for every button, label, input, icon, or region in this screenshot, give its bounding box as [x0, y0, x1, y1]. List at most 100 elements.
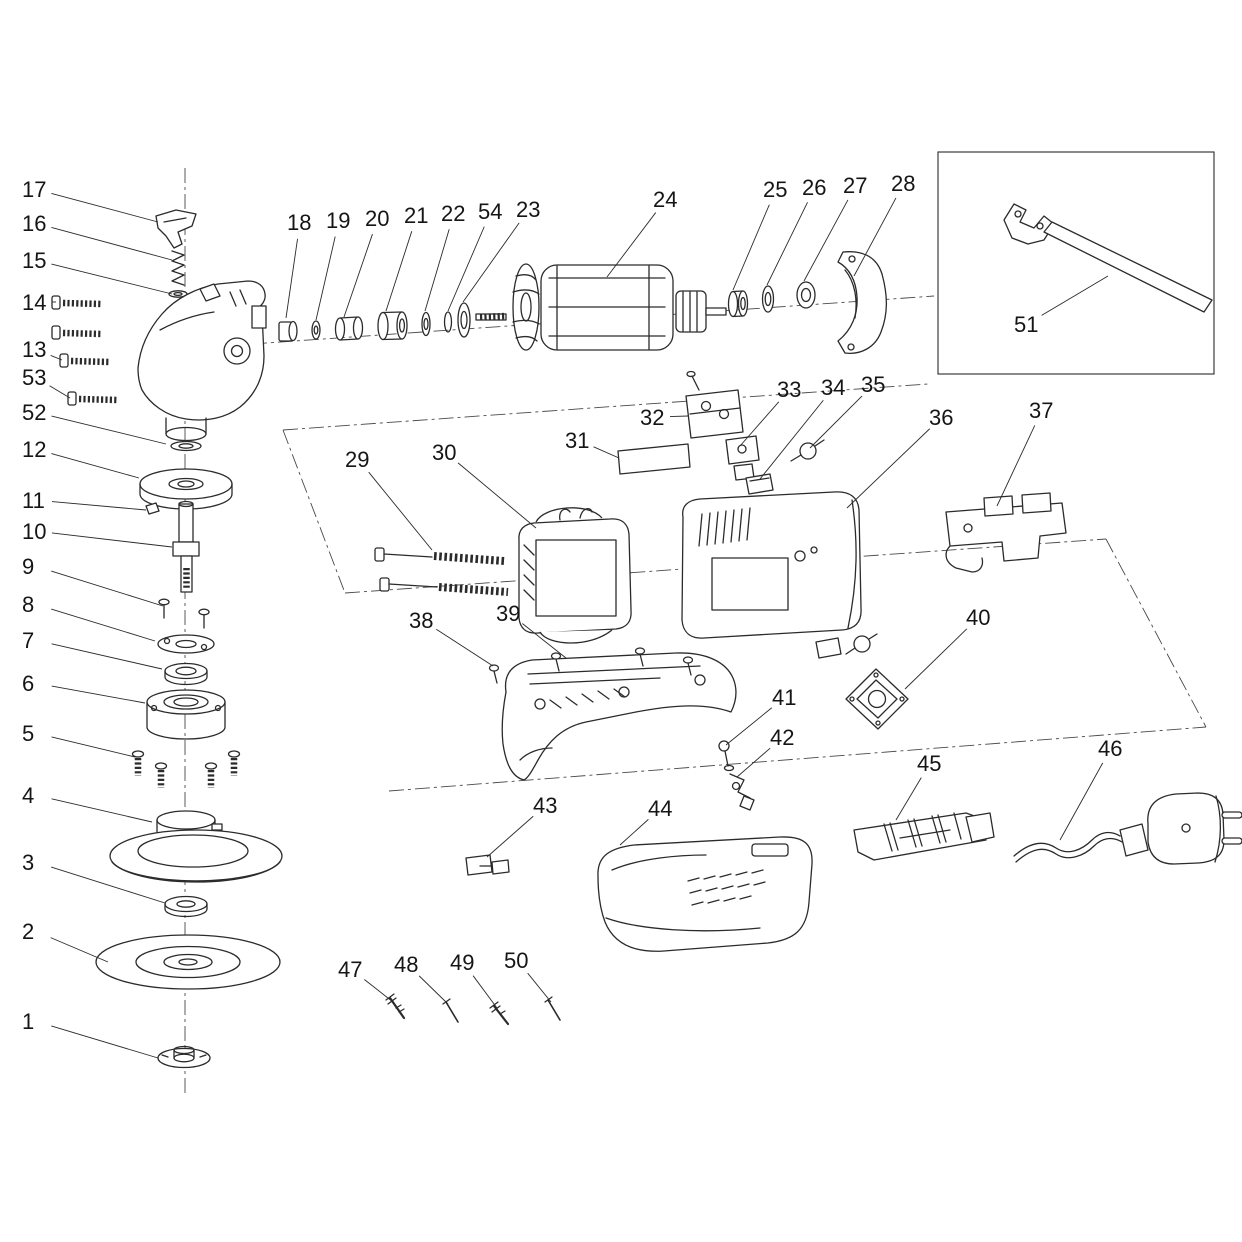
part-label-53: 53 — [22, 365, 46, 390]
part-38-screws — [488, 647, 694, 684]
leader-line-45 — [895, 777, 922, 821]
leader-line-18 — [285, 238, 298, 319]
part-label-32: 32 — [640, 405, 664, 430]
part-label-44: 44 — [648, 796, 672, 821]
leader-line-35 — [809, 395, 863, 449]
leader-line-41 — [725, 707, 773, 746]
part-25-bearing — [727, 290, 749, 318]
leader-line-10 — [51, 532, 173, 548]
leader-line-31 — [593, 446, 620, 459]
part-label-33: 33 — [777, 377, 801, 402]
part-label-41: 41 — [772, 685, 796, 710]
part-17-lock-lever — [155, 209, 197, 249]
part-31-name-plate — [617, 443, 691, 475]
part-label-40: 40 — [966, 605, 990, 630]
part-label-35: 35 — [861, 372, 885, 397]
part-46-power-cord — [1013, 792, 1242, 865]
part-45-cord-sleeve — [853, 812, 995, 861]
part-30-stator — [518, 507, 632, 644]
part-13-screw — [59, 353, 111, 368]
leader-line-11 — [51, 501, 147, 511]
part-label-4: 4 — [22, 783, 34, 808]
part-10-spindle — [172, 500, 200, 593]
part-label-3: 3 — [22, 850, 34, 875]
leader-line-4 — [51, 798, 153, 823]
part-label-28: 28 — [891, 171, 915, 196]
leader-line-40 — [904, 628, 968, 690]
part-label-15: 15 — [22, 248, 46, 273]
part-label-11: 11 — [22, 488, 45, 513]
part-24-armature — [475, 263, 727, 351]
part-label-7: 7 — [22, 628, 34, 653]
part-label-2: 2 — [22, 919, 34, 944]
leader-line-21 — [385, 231, 413, 312]
part-label-25: 25 — [763, 177, 787, 202]
part-label-39: 39 — [496, 601, 520, 626]
part-label-21: 21 — [404, 203, 428, 228]
gear-head-housing — [137, 280, 267, 442]
leader-line-34 — [759, 399, 824, 480]
part-label-27: 27 — [843, 173, 867, 198]
leader-line-47 — [364, 979, 394, 1003]
part-47-screw — [385, 993, 406, 1020]
part-label-36: 36 — [929, 405, 953, 430]
leader-line-12 — [51, 453, 140, 479]
part-14-screws — [51, 295, 103, 340]
leader-line-24 — [606, 212, 657, 278]
part-label-30: 30 — [432, 440, 456, 465]
part-8-plate — [157, 634, 215, 654]
leader-line-44 — [619, 819, 649, 846]
part-label-6: 6 — [22, 671, 34, 696]
leader-line-22 — [424, 229, 450, 312]
leader-line-36 — [846, 428, 931, 509]
part-label-26: 26 — [802, 175, 826, 200]
leader-line-52 — [51, 415, 167, 445]
part-21-bearing — [377, 311, 408, 341]
part-label-50: 50 — [504, 948, 528, 973]
part-22-washer — [421, 311, 431, 337]
leader-line-5 — [51, 736, 136, 758]
leader-line-6 — [51, 685, 146, 704]
part-49-screw — [489, 1001, 510, 1026]
leader-line-25 — [732, 204, 770, 291]
leader-line-7 — [51, 643, 163, 670]
part-54-circlip — [443, 311, 453, 333]
part-label-31: 31 — [565, 428, 589, 453]
part-label-48: 48 — [394, 952, 418, 977]
part-label-9: 9 — [22, 554, 34, 579]
part-9-screws — [158, 598, 210, 629]
part-43-cable-clamp — [465, 854, 510, 876]
part-label-47: 47 — [338, 957, 362, 982]
part-20-spacer — [334, 316, 364, 341]
leader-line-38 — [436, 628, 494, 667]
leader-line-48 — [418, 975, 449, 1005]
part-label-10: 10 — [22, 519, 46, 544]
leader-line-37 — [996, 425, 1036, 507]
part-16-spring — [171, 250, 185, 286]
leader-line-30 — [457, 462, 537, 529]
part-35-spring — [790, 439, 825, 462]
part-label-19: 19 — [326, 208, 350, 233]
part-53-screw — [67, 391, 119, 406]
leader-line-26 — [766, 202, 808, 286]
leader-line-15 — [51, 263, 173, 295]
part-label-8: 8 — [22, 592, 34, 617]
part-41-pin — [718, 740, 735, 772]
part-label-38: 38 — [409, 608, 433, 633]
leader-line-46 — [1059, 762, 1104, 841]
part-23-disc-washer — [457, 302, 471, 338]
part-40-gasket — [845, 668, 909, 730]
part-label-16: 16 — [22, 211, 46, 236]
part-label-46: 46 — [1098, 736, 1122, 761]
part-48-pin — [442, 998, 459, 1023]
part-label-17: 17 — [22, 177, 46, 202]
part-33-bracket — [725, 435, 760, 481]
leader-line-20 — [343, 233, 373, 318]
part-2-grinding-disc — [95, 934, 281, 990]
leader-line-43 — [486, 815, 534, 858]
part-label-29: 29 — [345, 447, 369, 472]
part-label-52: 52 — [22, 400, 46, 425]
part-label-49: 49 — [450, 950, 474, 975]
